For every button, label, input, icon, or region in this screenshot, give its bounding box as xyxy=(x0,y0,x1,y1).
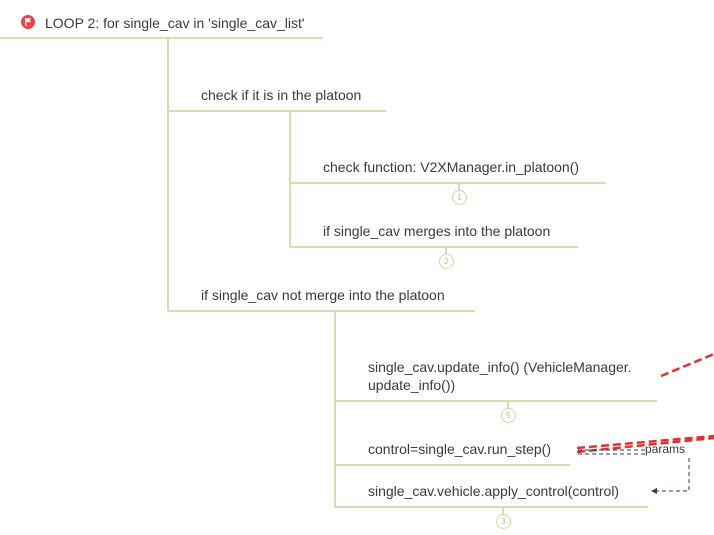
update-info-node[interactable]: single_cav.update_info() (VehicleManager… xyxy=(368,359,632,393)
params-dashed-arrow xyxy=(578,449,690,492)
check-function-node[interactable]: check function: V2XManager.in_platoon() xyxy=(323,159,580,175)
merges-node[interactable]: if single_cav merges into the platoon xyxy=(323,223,551,239)
badge-3: 3 xyxy=(496,514,511,529)
flag-icon xyxy=(21,15,35,29)
run-step-node[interactable]: control=single_cav.run_step() xyxy=(368,441,552,457)
badge-2: 2 xyxy=(439,254,454,269)
arrowhead-icon xyxy=(651,488,657,494)
params-label: params xyxy=(645,442,686,456)
not-merge-node[interactable]: if single_cav not merge into the platoon xyxy=(201,287,445,303)
red-connectors xyxy=(576,352,714,454)
loop-root-label[interactable]: LOOP 2: for single_cav in 'single_cav_li… xyxy=(45,15,305,31)
badge-1: 1 xyxy=(452,190,467,205)
badge-5: 5 xyxy=(501,408,516,423)
apply-control-node[interactable]: single_cav.vehicle.apply_control(control… xyxy=(368,483,620,499)
check-platoon-node[interactable]: check if it is in the platoon xyxy=(201,87,362,103)
